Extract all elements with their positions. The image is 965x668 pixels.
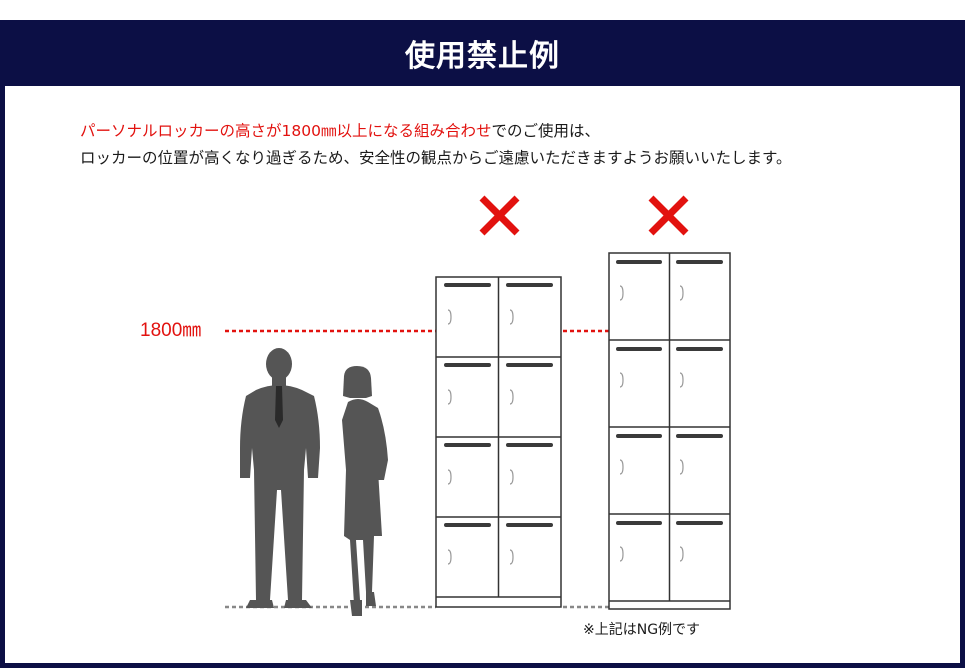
header-bar: 使用禁止例 (0, 20, 965, 86)
x-mark-icon (479, 195, 520, 236)
notice-line2: ロッカーの位置が高くなり過ぎるため、安全性の観点からご遠慮いただきますようお願い… (80, 149, 792, 167)
footnote: ※上記はNG例です (583, 622, 701, 638)
notice-highlight: パーソナルロッカーの高さが1800㎜以上になる組み合わせ (80, 122, 492, 140)
woman-silhouette (342, 366, 388, 616)
panel-frame (0, 20, 965, 668)
locker-stack-4-tier (435, 276, 562, 608)
x-mark-icon (648, 195, 689, 236)
notice-text: パーソナルロッカーの高さが1800㎜以上になる組み合わせでのご使用は、 ロッカー… (80, 118, 940, 172)
locker-stack-tall (608, 252, 731, 610)
page-title: 使用禁止例 (405, 39, 560, 74)
height-label: 1800㎜ (140, 320, 202, 341)
notice-line1-rest: でのご使用は、 (491, 122, 600, 140)
man-silhouette (240, 348, 320, 608)
